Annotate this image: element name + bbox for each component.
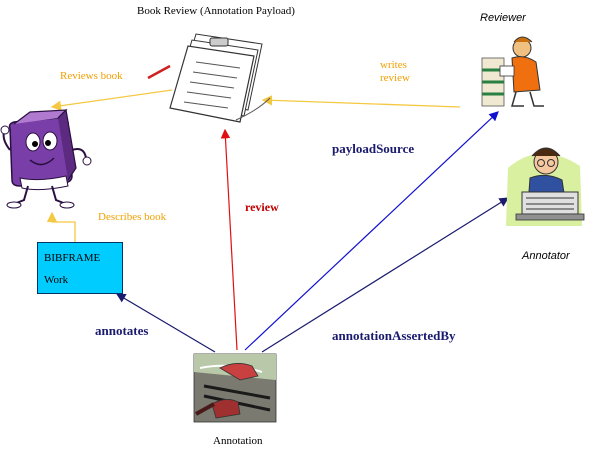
edge-describes-book [46, 211, 76, 242]
reviewer-icon [480, 36, 548, 107]
edge-payload-source [244, 111, 499, 351]
review-label: review [245, 200, 279, 214]
annotator-label: Annotator [522, 250, 570, 262]
edge-writes-review [261, 95, 461, 108]
bibframe-work-node: BIBFRAME Work [37, 242, 123, 294]
edge-annotation-asserted-by [261, 197, 510, 353]
edge-reviews-book [50, 89, 173, 111]
annotator-icon [506, 147, 585, 226]
writes-label: writes [380, 59, 407, 71]
writes-review-label: review [380, 72, 410, 84]
review-paper-icon [147, 33, 271, 123]
annotation-photo-icon [193, 353, 277, 423]
work-box-line1: BIBFRAME [44, 252, 101, 264]
work-box-line2: Work [44, 274, 69, 286]
annotates-label: annotates [95, 323, 149, 338]
payload-source-label: payloadSource [332, 141, 415, 156]
book-review-label: Book Review (Annotation Payload) [137, 5, 295, 17]
book-character-icon [0, 108, 92, 209]
describes-book-label: Describes book [98, 211, 167, 223]
reviews-book-label: Reviews book [60, 70, 123, 82]
reviewer-label: Reviewer [480, 12, 526, 24]
annotation-asserted-by-label: annotationAssertedBy [332, 328, 456, 343]
edge-annotates [115, 293, 216, 353]
annotation-label: Annotation [213, 435, 263, 447]
edge-review [220, 128, 238, 351]
